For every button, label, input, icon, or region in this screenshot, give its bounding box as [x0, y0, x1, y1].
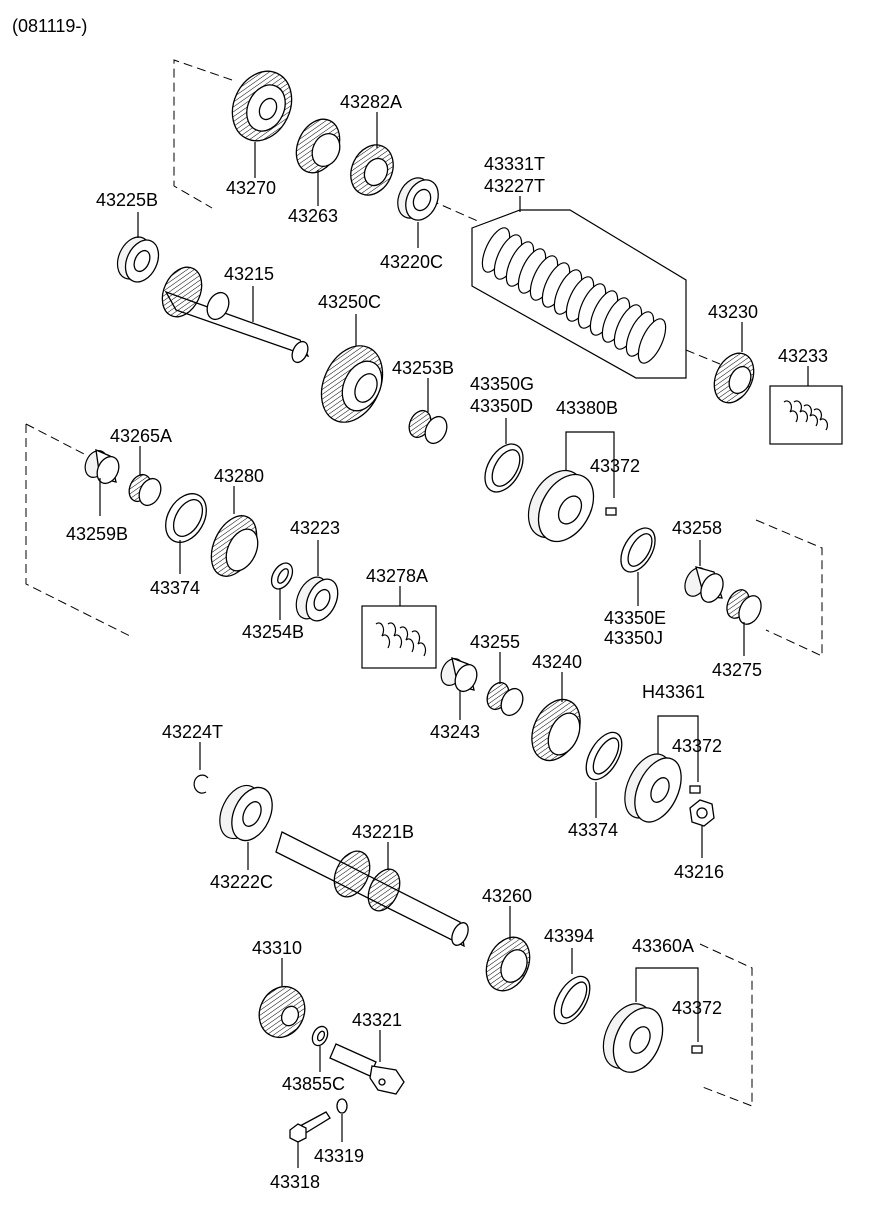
gear-icon[interactable]	[251, 979, 313, 1045]
needle-bearing-icon[interactable]	[723, 586, 766, 628]
label-43227T[interactable]: 43227T	[484, 176, 545, 196]
group-outlines	[25, 59, 823, 1107]
label-43215[interactable]: 43215	[224, 264, 274, 284]
label-43372[interactable]: 43372	[672, 736, 722, 756]
synchro-ring-icon[interactable]	[547, 970, 597, 1029]
label-43258[interactable]: 43258	[672, 518, 722, 538]
label-43275[interactable]: 43275	[712, 660, 762, 680]
label-43260[interactable]: 43260	[482, 886, 532, 906]
label-43221B[interactable]: 43221B	[352, 822, 414, 842]
gear-icon[interactable]	[343, 138, 401, 202]
label-43253B[interactable]: 43253B	[392, 358, 454, 378]
needle-bearing-icon[interactable]	[405, 407, 451, 447]
key-icon[interactable]	[691, 1045, 703, 1054]
washer-icon[interactable]	[267, 559, 297, 592]
label-H43361[interactable]: H43361	[642, 682, 705, 702]
key-icon[interactable]	[605, 507, 617, 516]
bearing-icon[interactable]	[290, 572, 344, 626]
label-43372[interactable]: 43372	[672, 998, 722, 1018]
sleeve-icon[interactable]	[681, 564, 728, 606]
label-43265A[interactable]: 43265A	[110, 426, 172, 446]
label-43380B[interactable]: 43380B	[556, 398, 618, 418]
needle-bearing-icon[interactable]	[483, 679, 527, 719]
label-43230[interactable]: 43230	[708, 302, 758, 322]
label-43223[interactable]: 43223	[290, 518, 340, 538]
label-43216[interactable]: 43216	[674, 862, 724, 882]
label-43278A[interactable]: 43278A	[366, 566, 428, 586]
gear-icon[interactable]	[523, 692, 590, 769]
gear-icon[interactable]	[221, 62, 302, 151]
gear-icon[interactable]	[288, 112, 348, 180]
part-labels: 43270 43263 43282A 43220C 43331T 43227T …	[66, 92, 828, 1192]
label-43321[interactable]: 43321	[352, 1010, 402, 1030]
label-43259B[interactable]: 43259B	[66, 524, 128, 544]
gear-icon[interactable]	[310, 336, 395, 432]
label-43233[interactable]: 43233	[778, 346, 828, 366]
label-43250C[interactable]: 43250C	[318, 292, 381, 312]
label-43254B[interactable]: 43254B	[242, 622, 304, 642]
bearing-icon[interactable]	[392, 173, 445, 226]
synchro-ring-icon[interactable]	[477, 437, 531, 498]
synchronizer-hub-icon[interactable]	[616, 747, 691, 830]
needle-bearing-icon[interactable]	[125, 471, 165, 509]
spring-icon[interactable]	[361, 605, 437, 669]
sleeve-icon[interactable]	[437, 655, 481, 695]
spring-icon[interactable]	[769, 385, 843, 445]
label-43350G[interactable]: 43350G	[470, 374, 534, 394]
label-43243[interactable]: 43243	[430, 722, 480, 742]
snap-ring-icon[interactable]	[193, 774, 209, 794]
label-43263[interactable]: 43263	[288, 206, 338, 226]
leader-lines	[99, 112, 809, 1168]
washer-icon[interactable]	[309, 1024, 330, 1048]
bearing-icon[interactable]	[212, 779, 280, 847]
label-43225B[interactable]: 43225B	[96, 190, 158, 210]
label-43360A[interactable]: 43360A	[632, 936, 694, 956]
label-43224T[interactable]: 43224T	[162, 722, 223, 742]
label-43855C[interactable]: 43855C	[282, 1074, 345, 1094]
label-43270[interactable]: 43270	[226, 178, 276, 198]
shaft-icon[interactable]	[329, 1043, 405, 1095]
gear-icon[interactable]	[707, 347, 762, 409]
gear-icon[interactable]	[478, 930, 538, 998]
label-43319[interactable]: 43319	[314, 1146, 364, 1166]
label-43350D[interactable]: 43350D	[470, 396, 533, 416]
bearing-icon[interactable]	[111, 232, 165, 288]
label-43310[interactable]: 43310	[252, 938, 302, 958]
label-43240[interactable]: 43240	[532, 652, 582, 672]
shaft-icon[interactable]	[275, 831, 471, 948]
shim-set-icon[interactable]	[471, 209, 687, 379]
label-43220C[interactable]: 43220C	[380, 252, 443, 272]
label-43374[interactable]: 43374	[150, 578, 200, 598]
shim-ring	[637, 318, 667, 364]
diagram-code: (081119-)	[12, 16, 87, 36]
synchronizer-hub-icon[interactable]	[517, 461, 605, 551]
bolt-icon[interactable]	[289, 1111, 331, 1143]
washer-icon[interactable]	[336, 1098, 348, 1114]
label-43350E[interactable]: 43350E	[604, 608, 666, 628]
label-43372[interactable]: 43372	[590, 456, 640, 476]
synchronizer-hub-icon[interactable]	[594, 996, 673, 1080]
label-43282A[interactable]: 43282A	[340, 92, 402, 112]
label-43374[interactable]: 43374	[568, 820, 618, 840]
synchro-ring-icon[interactable]	[614, 522, 662, 578]
shaft-icon[interactable]	[155, 261, 311, 365]
label-43331T[interactable]: 43331T	[484, 154, 545, 174]
label-43280[interactable]: 43280	[214, 466, 264, 486]
label-43394[interactable]: 43394	[544, 926, 594, 946]
label-43222C[interactable]: 43222C	[210, 872, 273, 892]
label-43350J[interactable]: 43350J	[604, 628, 663, 648]
synchro-ring-icon[interactable]	[579, 726, 629, 785]
key-icon[interactable]	[689, 785, 701, 794]
sleeve-icon[interactable]	[81, 447, 123, 487]
label-43318[interactable]: 43318	[270, 1172, 320, 1192]
nut-icon[interactable]	[689, 799, 715, 827]
gear-icon[interactable]	[202, 509, 265, 584]
synchro-ring-icon[interactable]	[157, 486, 214, 549]
label-43255[interactable]: 43255	[470, 632, 520, 652]
